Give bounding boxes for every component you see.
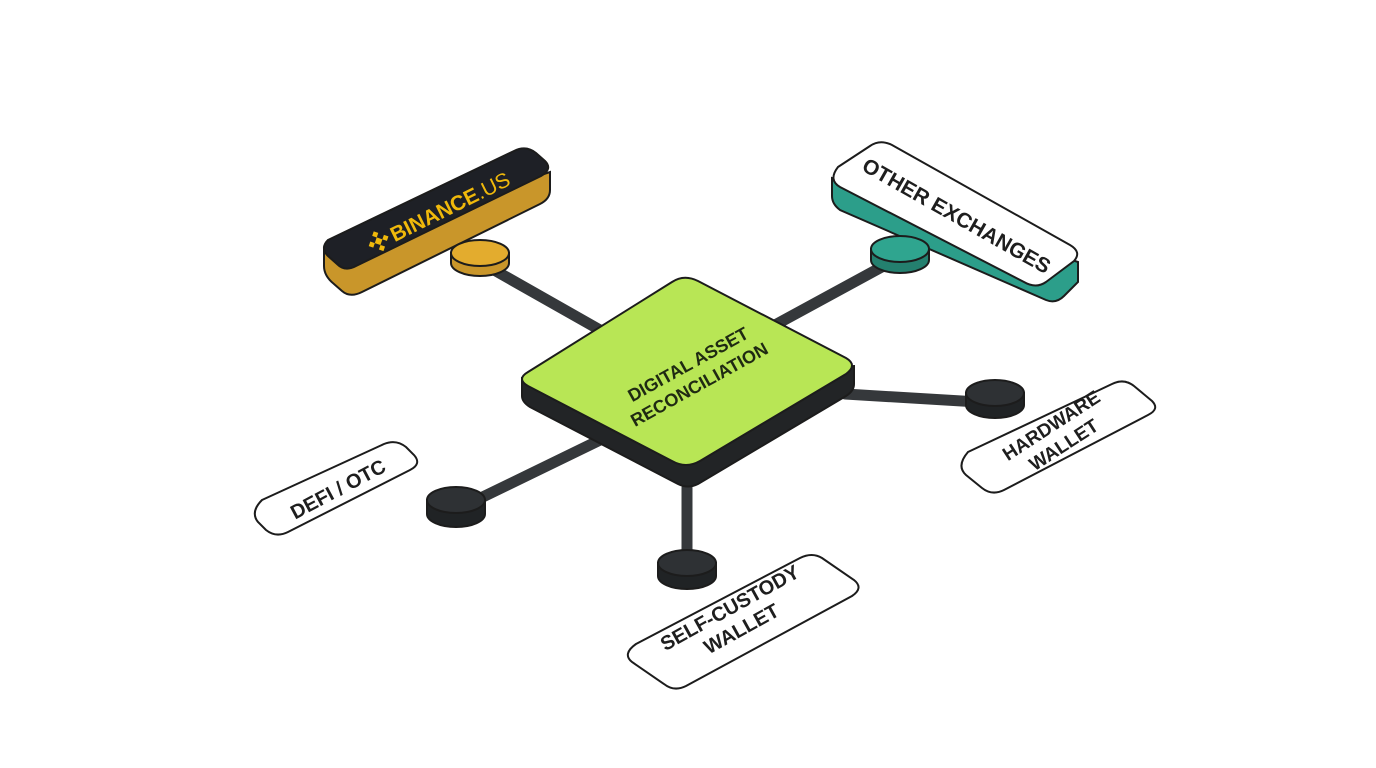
binance-card-top: [323, 147, 550, 270]
hardware-wallet-node[interactable]: [965, 379, 1025, 419]
binance-logo-icon: [368, 231, 389, 252]
self-custody-card-shape: [626, 554, 860, 690]
self-custody-node[interactable]: [657, 549, 717, 590]
reconciliation-hub[interactable]: DIGITAL ASSET RECONCILIATION: [521, 276, 855, 488]
defi-otc-card[interactable]: DEFI / OTC: [253, 441, 419, 536]
binance-card[interactable]: BINANCE.US: [323, 147, 551, 296]
other-exchanges-node[interactable]: [870, 235, 930, 274]
binance-node[interactable]: [450, 239, 510, 277]
defi-otc-card-shape: [253, 441, 419, 536]
defi-otc-node[interactable]: [426, 486, 486, 528]
hub-top: [521, 276, 853, 466]
hardware-wallet-card-shape: [960, 380, 1157, 494]
binance-card-base: [323, 170, 551, 296]
other-exchanges-card-top: [832, 141, 1079, 287]
